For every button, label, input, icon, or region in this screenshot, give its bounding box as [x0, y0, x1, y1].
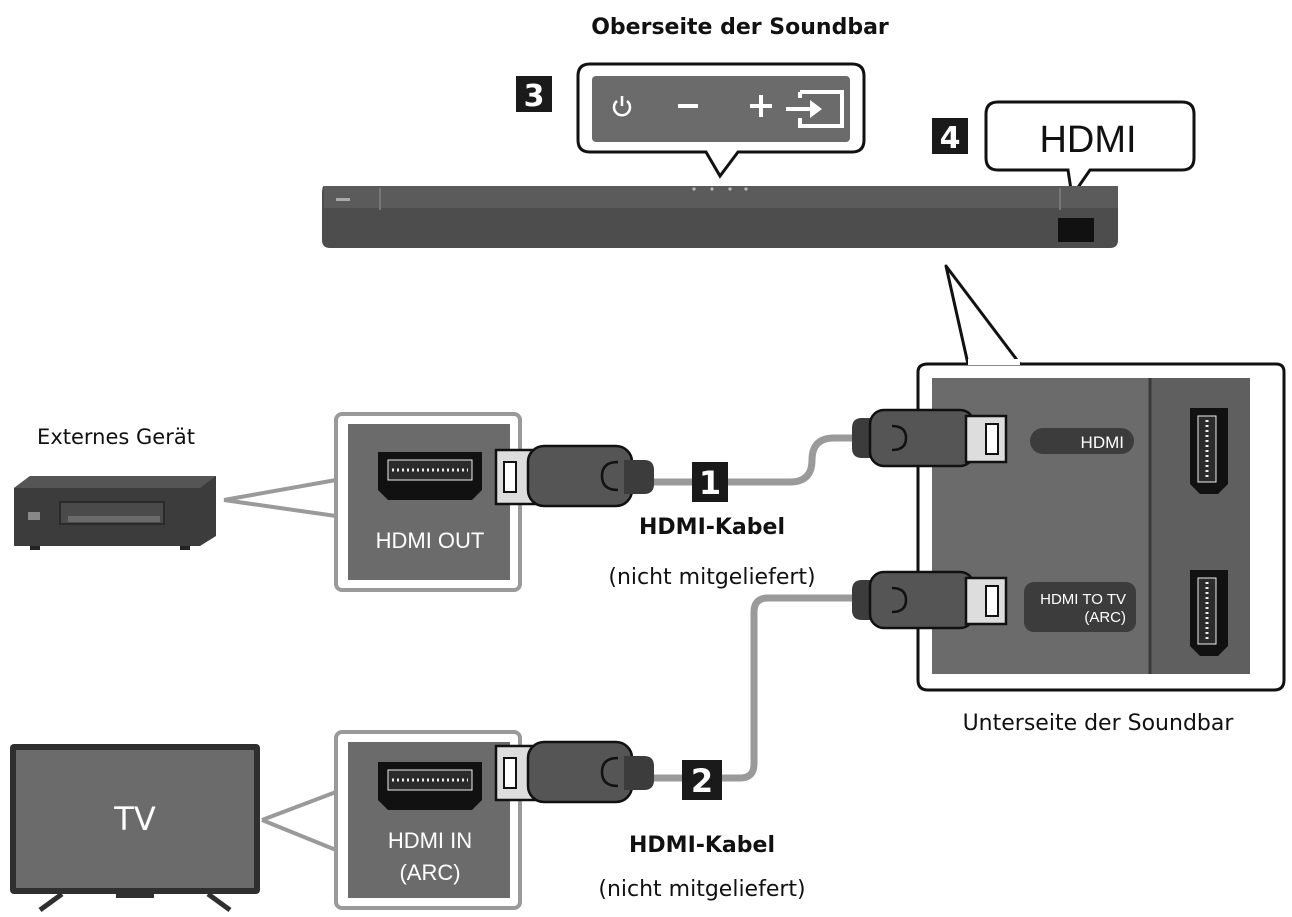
svg-text:4: 4	[940, 121, 961, 156]
soundbar-hdmi-port	[1058, 218, 1094, 242]
hdmi-port-callout: HDMI	[984, 100, 1196, 200]
plug-device-hdmi-out	[494, 444, 654, 508]
tv-screen-label: TV	[113, 800, 156, 838]
power-icon[interactable]	[612, 96, 632, 117]
step-badge-2: 2	[682, 760, 722, 800]
external-device	[14, 476, 216, 550]
cable-2-label: HDMI-Kabel	[629, 833, 775, 858]
soundbar-hdmi-port-label: HDMI	[1081, 433, 1124, 452]
plug-soundbar-hdmi-to-tv	[852, 570, 1008, 630]
plug-tv-hdmi-in	[494, 740, 654, 804]
svg-text:2: 2	[691, 762, 713, 800]
svg-text:3: 3	[524, 79, 545, 114]
step-badge-3: 3	[516, 76, 552, 114]
cable-1	[652, 434, 858, 486]
soundbar-arc-label: (ARC)	[1084, 609, 1126, 626]
soundbar	[322, 186, 1118, 248]
soundbar-bottom-callout: HDMI HDMI TO TV (ARC)	[916, 264, 1286, 692]
svg-text:1: 1	[699, 464, 721, 502]
tv: TV	[10, 744, 260, 913]
step-badge-4: 4	[932, 118, 968, 156]
hdmi-out-panel: HDMI OUT	[334, 412, 522, 592]
hdmi-in-panel: HDMI IN (ARC)	[334, 730, 522, 910]
volume-up-button[interactable]	[750, 95, 772, 117]
soundbar-hdmi-to-tv-label: HDMI TO TV	[1040, 591, 1126, 608]
cable-2-note: (nicht mitgeliefert)	[598, 877, 805, 902]
cable-1-label: HDMI-Kabel	[639, 515, 785, 540]
hdmi-socket-bottom	[1190, 570, 1228, 656]
input-source-icon[interactable]	[786, 90, 844, 128]
step-badge-1: 1	[692, 462, 728, 502]
hdmi-socket-top	[1190, 408, 1228, 494]
cable-1-note: (nicht mitgeliefert)	[608, 565, 815, 590]
external-device-label: Externes Gerät	[37, 425, 195, 449]
bottom-side-label: Unterseite der Soundbar	[963, 711, 1235, 736]
hdmi-in-label: HDMI IN	[388, 828, 472, 853]
plug-soundbar-hdmi	[852, 408, 1008, 468]
callout-hdmi-label: HDMI	[1039, 119, 1136, 161]
hdmi-in-arc-label: (ARC)	[399, 860, 460, 885]
hdmi-out-label: HDMI OUT	[376, 528, 485, 553]
soundbar-buttons-callout	[576, 62, 866, 179]
top-side-label: Oberseite der Soundbar	[591, 15, 889, 40]
cable-2	[652, 594, 858, 782]
